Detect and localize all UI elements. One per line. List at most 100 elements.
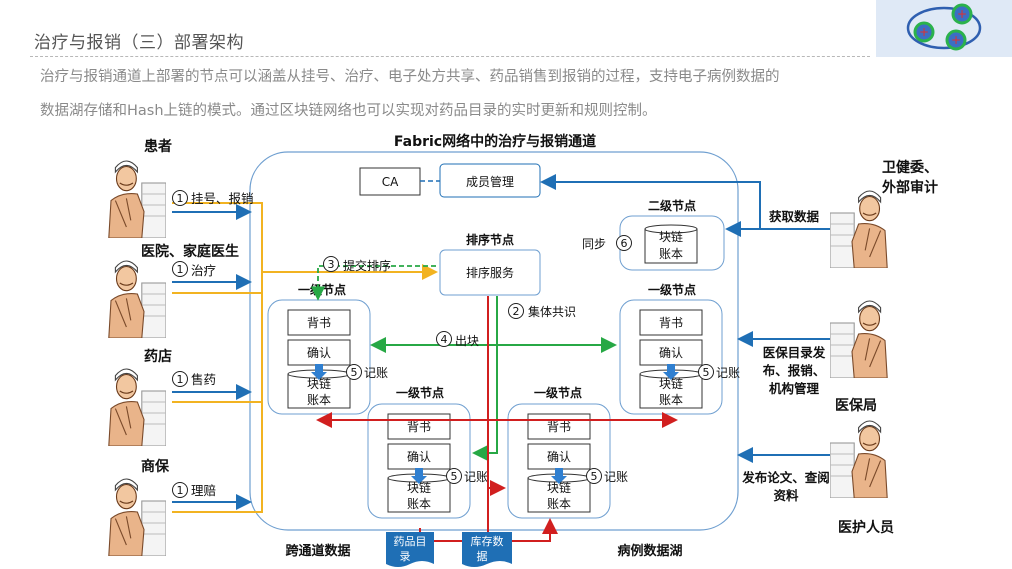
data-lake-label: 病例数据湖: [617, 543, 682, 559]
svg-text:5: 5: [351, 366, 358, 379]
endorse-box: [639, 309, 703, 336]
svg-text:1: 1: [177, 192, 184, 205]
level2-ledger-line1: 块链: [659, 229, 683, 244]
level2-ledger-line2: 账本: [659, 247, 683, 261]
stock-data-tag: 库存数 据: [462, 532, 512, 567]
svg-text:1: 1: [177, 484, 184, 497]
title-divider: [30, 56, 870, 57]
step-badge-1: 1: [172, 190, 188, 206]
svg-text:库存数: 库存数: [471, 534, 504, 548]
actor-name: 医保局: [835, 397, 877, 414]
page-title: 治疗与报销（三）部署架构: [34, 33, 244, 53]
actor-name: 医护人员: [838, 519, 894, 536]
confirm-label: 确认: [547, 450, 571, 464]
ledger-label-line1: 块链: [547, 480, 571, 495]
svg-text:2: 2: [513, 305, 520, 318]
step-badge-1: 1: [172, 482, 188, 498]
confirm-box: [527, 443, 591, 470]
person-icon: [830, 190, 888, 268]
svg-text:录: 录: [400, 550, 411, 563]
sync-label: 同步: [582, 237, 606, 251]
ledger-label-line2: 账本: [407, 497, 431, 511]
endorse-label: 背书: [659, 316, 683, 330]
drug-catalog-tag: 药品目 录: [386, 532, 434, 567]
ledger-label-line1: 块链: [407, 480, 431, 495]
actor-name: 患者: [144, 138, 172, 155]
actor-name: 外部审计: [882, 179, 938, 196]
ledger-label-line1: 块链: [307, 376, 331, 391]
step-badge-4: 4: [436, 331, 452, 347]
step-badge-1: 1: [172, 371, 188, 387]
person-icon: [830, 300, 888, 378]
submit-order-label: 提交排序: [343, 258, 391, 273]
confirm-box: [639, 339, 703, 366]
actor-action: 发布论文、查阅: [741, 470, 830, 485]
yellow-bus: [172, 202, 263, 513]
level1-node-title: 一级节点: [396, 385, 444, 400]
person-icon: [108, 368, 166, 446]
endorse-label: 背书: [307, 316, 331, 330]
description-line-2: 数据湖存储和Hash上链的模式。通过区块链网络也可以实现对药品目录的实时更新和规…: [40, 103, 657, 119]
actor-action: 获取数据: [769, 209, 820, 224]
arrow-down-icon: [551, 468, 567, 484]
network-logo: + + +: [876, 0, 1012, 57]
svg-text:据: 据: [477, 549, 488, 563]
channel-title: Fabric网络中的治疗与报销通道: [394, 133, 596, 150]
person-icon: [108, 260, 166, 338]
svg-text:5: 5: [703, 366, 710, 379]
orderer-title: 排序节点: [466, 232, 514, 247]
out-block-label: 出块: [455, 334, 479, 348]
arrow-down-icon: [311, 364, 327, 380]
actor-action: 挂号、报销: [191, 191, 254, 206]
step-badge-5: 5: [446, 468, 462, 484]
level1-node-title: 一级节点: [648, 282, 696, 297]
svg-text:+: +: [957, 7, 967, 21]
level2-node-title: 二级节点: [648, 198, 696, 213]
actor-name: 医院、家庭医生: [141, 243, 239, 260]
level1-node-title: 一级节点: [298, 282, 346, 297]
confirm-label: 确认: [407, 450, 431, 464]
person-icon: [108, 160, 166, 238]
level1-node-title: 一级节点: [534, 385, 582, 400]
svg-text:药品目: 药品目: [394, 535, 427, 548]
actor-name: 卫健委、: [882, 159, 938, 176]
actor-action: 布、报销、: [763, 363, 826, 378]
svg-text:5: 5: [451, 470, 458, 483]
actor-action: 医保目录发: [763, 345, 826, 360]
confirm-label: 确认: [307, 346, 331, 360]
endorse-label: 背书: [547, 420, 571, 434]
ledger-label-line2: 账本: [307, 393, 331, 407]
step-badge-2: 2: [508, 303, 524, 319]
ledger-label-line2: 账本: [659, 393, 683, 407]
ca-label: CA: [382, 175, 399, 189]
confirm-label: 确认: [659, 346, 683, 360]
orderer-service-label: 排序服务: [466, 265, 514, 280]
arrow-down-icon: [411, 468, 427, 484]
arrow-get-data: [540, 174, 830, 230]
endorse-box: [287, 309, 351, 336]
step-badge-3: 3: [323, 256, 339, 272]
green-submit-path: [310, 265, 436, 301]
left-actor: 患者 1 挂号、报销: [108, 138, 254, 238]
svg-text:3: 3: [328, 258, 335, 271]
svg-text:6: 6: [621, 237, 628, 250]
level2-ledger-icon: [644, 224, 698, 264]
actor-action: 理赔: [191, 483, 216, 498]
actor-action: 售药: [191, 372, 216, 387]
endorse-label: 背书: [407, 420, 431, 434]
orderer-service-box: [439, 249, 541, 296]
record-label: 记账: [464, 470, 488, 484]
step-badge-1: 1: [172, 261, 188, 277]
record-label: 记账: [364, 366, 388, 380]
svg-text:+: +: [951, 33, 961, 47]
consensus-label: 集体共识: [528, 304, 576, 319]
svg-text:1: 1: [177, 373, 184, 386]
ca-box: [359, 167, 421, 196]
